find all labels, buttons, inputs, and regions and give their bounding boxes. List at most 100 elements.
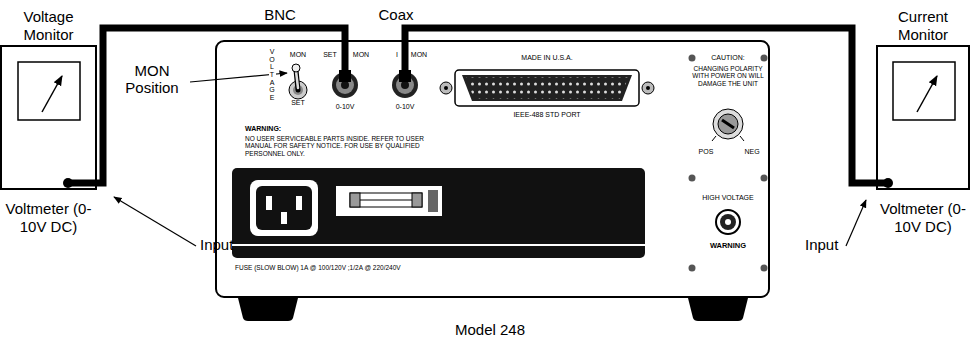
cable <box>405 28 876 183</box>
jack-ring <box>720 214 736 230</box>
module-body <box>232 168 645 258</box>
switch-lever <box>292 64 300 72</box>
meter-face <box>893 62 955 120</box>
hv-output-jack <box>716 210 740 234</box>
callout-label: Input <box>805 236 838 253</box>
polarity-label: NEG <box>744 148 759 156</box>
cable <box>97 28 345 183</box>
caution-text: CHANGING POLARITY WITH POWER ON WILL DAM… <box>686 65 770 87</box>
position-tick <box>712 136 716 141</box>
fuse-wire <box>360 200 412 201</box>
polarity-switch <box>712 109 744 141</box>
jack-label: I <box>396 51 398 59</box>
jack-pin <box>341 81 349 89</box>
meter-type: Voltmeter (0-10V DC) <box>2 200 95 236</box>
fuse-latch <box>428 190 438 212</box>
instrument-panel: Model 248VOLTAGEMONSETSETMON0-10VIMON0-1… <box>215 40 770 298</box>
jack-ring <box>716 210 740 234</box>
power-entry-module <box>232 168 645 258</box>
switch-bezel <box>713 109 743 139</box>
warning-label: WARNING <box>710 242 746 251</box>
meter-title: Voltage Monitor <box>2 8 95 44</box>
switch-position: SET <box>291 99 305 107</box>
screw <box>761 55 768 62</box>
iec-inlet <box>256 186 312 230</box>
meter-face <box>18 62 80 120</box>
switch-legend: VOLTAGE <box>269 48 276 102</box>
bnc-jack <box>392 40 418 98</box>
foot <box>688 298 748 321</box>
range-label: 0-10V <box>336 103 355 111</box>
caution-heading: CAUTION: <box>711 54 744 62</box>
port-screw <box>646 86 650 90</box>
meter-type: Voltmeter (0-10V DC) <box>878 200 968 236</box>
bnc-jack <box>332 40 358 98</box>
fuse <box>350 193 422 207</box>
bnc-plug <box>339 70 351 82</box>
leader-line <box>846 200 866 246</box>
cable-end <box>342 40 349 74</box>
screw <box>761 265 768 272</box>
fuse-cap <box>350 193 360 207</box>
meter-title: Current Monitor <box>878 8 968 44</box>
jack-label: MON <box>353 51 369 59</box>
inlet-slot <box>296 196 302 210</box>
jack-label: SET <box>323 51 337 59</box>
bnc-plug <box>399 70 411 82</box>
key-slot <box>722 120 734 128</box>
port-shell <box>455 70 639 106</box>
jack-label: MON <box>411 51 427 59</box>
foot <box>238 298 298 321</box>
screw <box>689 55 696 62</box>
iec-inlet <box>250 180 318 236</box>
screw <box>761 175 768 182</box>
toggle-switch <box>289 64 307 99</box>
meter-box: Voltage MonitorVoltmeter (0-10V DC) <box>0 45 97 190</box>
port-pins <box>466 77 628 99</box>
meter-box: Current MonitorVoltmeter (0-10V DC) <box>876 45 970 190</box>
output-label: HIGH VOLTAGE <box>702 194 753 202</box>
screw <box>689 175 696 182</box>
input-terminal <box>883 178 893 188</box>
origin-label: MADE IN U.S.A. <box>521 54 572 62</box>
key-cylinder <box>718 114 738 134</box>
fuse-cap <box>412 193 422 207</box>
switch-position: MON <box>290 51 306 59</box>
cable-label: BNC <box>264 6 296 23</box>
jack-pin <box>725 219 731 225</box>
model-name: Model 248 <box>455 321 525 338</box>
polarity-label: POS <box>699 148 714 156</box>
meter-window <box>18 62 80 120</box>
callout-label: Input <box>200 236 233 253</box>
switch-lever <box>296 71 298 88</box>
cable-label: Coax <box>378 6 413 23</box>
fuse-holder <box>336 186 442 216</box>
jack-pin <box>401 81 409 89</box>
input-terminal <box>63 178 73 188</box>
position-tick <box>740 136 744 141</box>
port-screw <box>440 82 452 94</box>
port-screw <box>444 86 448 90</box>
switch-lever <box>296 70 298 90</box>
meter-needle <box>917 76 937 112</box>
range-label: 0-10V <box>396 103 415 111</box>
inlet-slot <box>281 212 287 224</box>
port-label: IEEE-488 STD PORT <box>513 111 580 119</box>
leader-line <box>114 197 196 246</box>
warning-heading: WARNING: <box>245 125 281 133</box>
ieee-port <box>440 70 654 106</box>
fuse-rating: FUSE (SLOW BLOW) 1A @ 100/120V ;1/2A @ 2… <box>235 264 401 271</box>
port-body <box>462 75 632 101</box>
panel-screws <box>689 55 768 272</box>
cable-end <box>402 40 409 74</box>
port-screw <box>642 82 654 94</box>
callout-label: MON Position <box>107 62 197 97</box>
meter-window <box>893 62 955 120</box>
screw <box>689 265 696 272</box>
warning-text: NO USER SERVICEABLE PARTS INSIDE. REFER … <box>245 135 425 157</box>
